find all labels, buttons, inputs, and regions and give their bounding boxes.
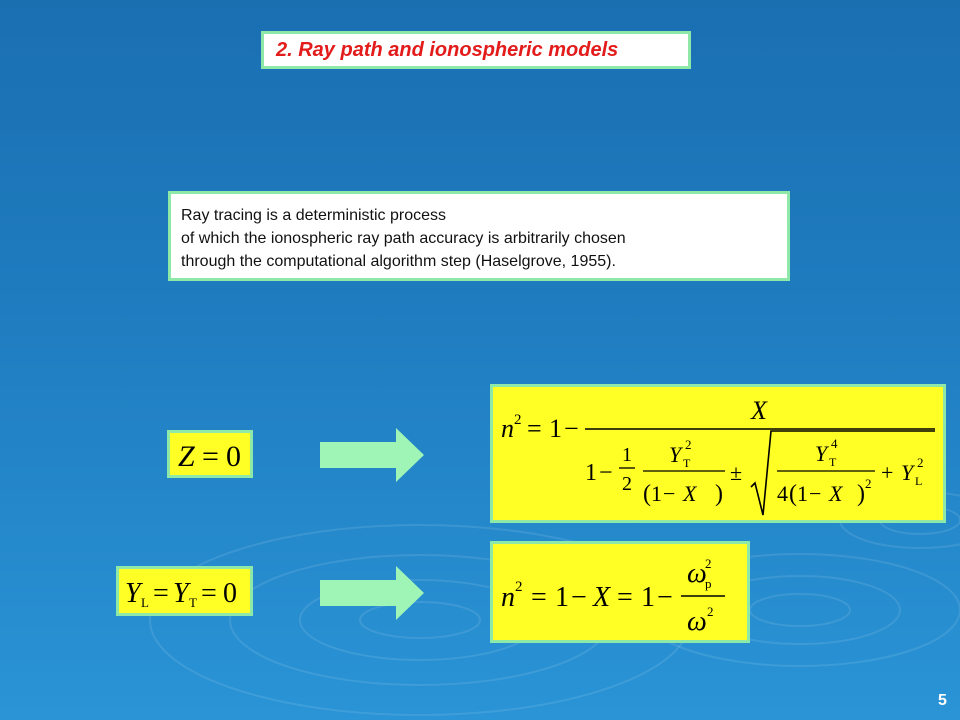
formula1-den-minus: − [599,460,613,486]
appleton-hartree-formula: n 2 = 1 − X 1 − 1 2 Y T 2 ( 1 − X ) ± Y … [490,384,946,523]
simplified-refractive-index-formula: n 2 = 1 − X = 1 − ω 2 p ω 2 [490,541,750,643]
formula1-yt-den-one: 1 [651,481,662,506]
condition-equals-1: = [153,578,169,609]
description-line-2: of which the ionospheric ray path accura… [181,230,626,247]
formula1-yt4-den-one: 1 [797,481,808,506]
page-number: 5 [938,692,947,709]
formula2-minus-1: − [571,582,587,613]
formula1-yt4-den-four: 4 [777,481,788,506]
condition-yl-subscript: L [141,595,149,610]
formula2-minus-2: − [657,582,673,613]
formula2-one-2: 1 [641,582,655,613]
description-box: Ray tracing is a deterministic process o… [168,191,790,281]
formula2-equals-1: = [531,582,547,613]
condition-z-zero: Z = 0 [167,430,253,478]
formula1-yt-den-lparen: ( [643,481,651,507]
formula1-n-exponent: 2 [514,412,522,428]
formula1-yt4-den-minus: − [809,481,821,506]
formula1-yl-subscript: L [915,474,922,488]
slide-title-text: 2. Ray path and ionospheric models [276,38,619,61]
formula1-yl-exponent: 2 [917,455,924,470]
formula1-half-numerator: 1 [622,444,632,466]
right-arrow-icon [320,566,424,620]
formula1-half-denominator: 2 [622,473,632,495]
formula2-omega: ω [687,606,707,637]
formula1-plus: + [881,460,893,485]
formula1-yt-den-x: X [682,481,698,506]
formula2-equals-2: = [617,582,633,613]
formula1-den-one: 1 [585,460,597,486]
formula1-minus: − [564,414,579,443]
condition-yt-subscript: T [189,595,197,610]
formula1-yt-den-rparen: ) [715,481,723,507]
formula2-n: n [501,582,515,613]
right-arrow-icon [320,428,424,482]
formula1-yt4-den-exponent: 2 [865,476,872,491]
formula1-yt4-subscript: T [829,455,837,469]
description-line-1: Ray tracing is a deterministic process [181,207,446,224]
formula1-yt4-exponent: 4 [831,436,838,451]
formula1-numerator-x: X [750,396,768,425]
formula2-omega-p: ω [687,558,707,589]
formula1-yl-y: Y [901,460,916,485]
formula1-yt-y: Y [669,442,684,467]
formula2-omega-p-exponent: 2 [705,556,712,571]
formula1-yt4-y: Y [815,441,830,466]
formula2-n-exponent: 2 [515,579,523,595]
formula2-omega-p-subscript: p [705,576,712,591]
formula2-one-1: 1 [555,582,569,613]
condition-z-value: 0 [226,440,241,473]
formula1-yt4-den-x: X [828,481,844,506]
formula1-equals: = [527,414,542,443]
formula1-yt4-den-lparen: ( [789,481,797,507]
formula1-yt4-den-rparen: ) [857,481,865,507]
formula1-yt-den-minus: − [663,481,675,506]
formula1-n: n [501,414,514,443]
condition-yt-y: Y [173,578,192,609]
formula1-yt-subscript: T [683,456,691,470]
condition-z-symbol: Z [178,440,195,473]
condition-value-zero: 0 [223,578,237,609]
condition-yl-yt-zero: Y L = Y T = 0 [116,566,253,616]
slide-title: 2. Ray path and ionospheric models [261,31,691,69]
formula1-sqrt-sign [750,430,935,516]
condition-z-equals: = [202,440,219,473]
condition-yl-y: Y [125,578,144,609]
formula1-plus-minus: ± [730,460,742,485]
formula1-yt-exponent: 2 [685,437,692,452]
condition-equals-2: = [201,578,217,609]
formula2-x: X [592,582,611,613]
formula1-one: 1 [549,414,562,443]
description-line-3: through the computational algorithm step… [181,253,616,270]
formula2-omega-exponent: 2 [707,604,714,619]
